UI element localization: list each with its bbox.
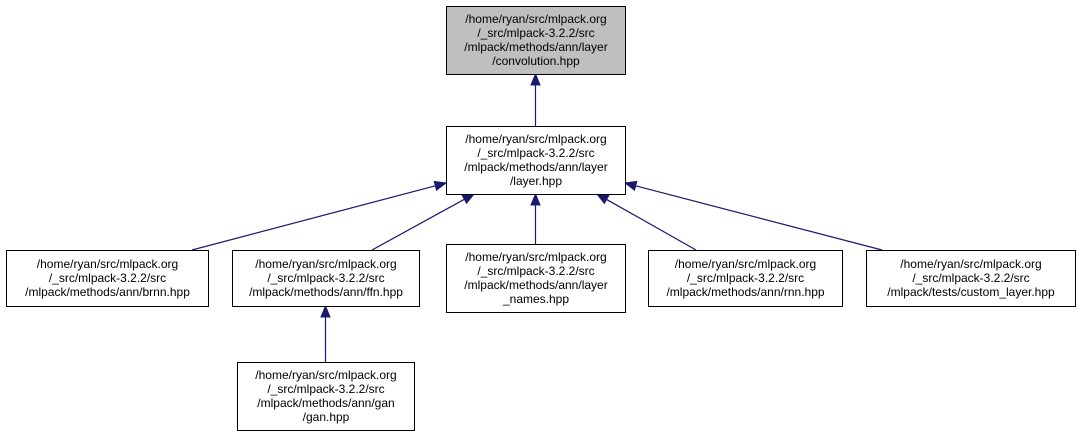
- node-label-line: /mlpack/methods/ann/rnn.hpp: [666, 285, 824, 299]
- node-label-line: /_src/mlpack-3.2.2/src: [477, 264, 594, 278]
- edges-layer: [191, 72, 883, 362]
- node-label-line: /home/ryan/src/mlpack.org: [465, 250, 606, 264]
- edge-brnn-to-layer: [191, 180, 448, 251]
- node-label-line: /home/ryan/src/mlpack.org: [675, 257, 816, 271]
- node-label-line: /gan.hpp: [303, 410, 350, 424]
- node-box: [648, 250, 843, 307]
- node-gan-hpp[interactable]: /home/ryan/src/mlpack.org/_src/mlpack-3.…: [237, 362, 415, 431]
- node-rnn-hpp[interactable]: /home/ryan/src/mlpack.org/_src/mlpack-3.…: [648, 250, 843, 307]
- node-label-line: /_src/mlpack-3.2.2/src: [267, 382, 384, 396]
- edge-rnn-to-layer: [595, 193, 697, 251]
- node-label-line: /_src/mlpack-3.2.2/src: [687, 271, 804, 285]
- edge-ffn-to-layer: [371, 193, 476, 251]
- node-label-line: /mlpack/methods/ann/layer: [464, 40, 607, 54]
- node-label-line: /home/ryan/src/mlpack.org: [37, 257, 178, 271]
- node-box: [866, 250, 1076, 307]
- node-label-line: /mlpack/methods/ann/layer: [464, 160, 607, 174]
- node-label-line: /mlpack/methods/ann/gan: [257, 396, 394, 410]
- node-box: [237, 362, 415, 431]
- node-layer-names-hpp[interactable]: /home/ryan/src/mlpack.org/_src/mlpack-3.…: [446, 244, 626, 313]
- node-label-line: /home/ryan/src/mlpack.org: [900, 257, 1041, 271]
- node-label-line: /_src/mlpack-3.2.2/src: [477, 146, 594, 160]
- node-ffn-hpp[interactable]: /home/ryan/src/mlpack.org/_src/mlpack-3.…: [232, 250, 420, 307]
- node-brnn-hpp[interactable]: /home/ryan/src/mlpack.org/_src/mlpack-3.…: [6, 250, 209, 307]
- nodes-layer: /home/ryan/src/mlpack.org/_src/mlpack-3.…: [6, 6, 1076, 431]
- arrowhead-icon: [530, 192, 541, 206]
- node-label-line: /convolution.hpp: [492, 54, 580, 68]
- node-label-line: /home/ryan/src/mlpack.org: [255, 368, 396, 382]
- node-label-line: /_src/mlpack-3.2.2/src: [267, 271, 384, 285]
- arrowhead-icon: [461, 193, 476, 205]
- arrowhead-icon: [433, 180, 448, 192]
- arrowhead-icon: [623, 180, 638, 191]
- node-custom-layer-hpp[interactable]: /home/ryan/src/mlpack.org/_src/mlpack-3.…: [866, 250, 1076, 307]
- node-box: [446, 6, 626, 75]
- edge-line: [606, 198, 697, 251]
- node-label-line: /home/ryan/src/mlpack.org: [255, 257, 396, 271]
- node-label-line: /home/ryan/src/mlpack.org: [465, 132, 606, 146]
- node-label-line: /mlpack/methods/ann/brnn.hpp: [25, 285, 190, 299]
- node-label-line: /mlpack/methods/ann/layer: [464, 278, 607, 292]
- node-convolution-hpp[interactable]: /home/ryan/src/mlpack.org/_src/mlpack-3.…: [446, 6, 626, 75]
- edge-layer-names-to-layer: [530, 192, 541, 244]
- node-label-line: /layer.hpp: [510, 174, 562, 188]
- node-layer-hpp[interactable]: /home/ryan/src/mlpack.org/_src/mlpack-3.…: [446, 126, 626, 195]
- edge-gan-to-ffn: [320, 304, 331, 362]
- node-label-line: /mlpack/methods/ann/ffn.hpp: [249, 285, 403, 299]
- arrowhead-icon: [320, 304, 331, 318]
- arrowhead-icon: [595, 193, 610, 205]
- node-box: [446, 126, 626, 195]
- edge-line: [371, 198, 465, 251]
- node-box: [232, 250, 420, 307]
- node-label-line: /_src/mlpack-3.2.2/src: [49, 271, 166, 285]
- arrowhead-icon: [530, 72, 541, 86]
- node-label-line: /home/ryan/src/mlpack.org: [465, 12, 606, 26]
- edge-layer-to-convolution: [530, 72, 541, 126]
- node-label-line: /_src/mlpack-3.2.2/src: [912, 271, 1029, 285]
- edge-line: [635, 185, 883, 251]
- node-label-line: /_src/mlpack-3.2.2/src: [477, 26, 594, 40]
- node-label-line: /mlpack/tests/custom_layer.hpp: [887, 285, 1055, 299]
- node-label-line: _names.hpp: [502, 292, 569, 306]
- edge-line: [191, 185, 436, 251]
- node-box: [446, 244, 626, 313]
- node-box: [6, 250, 209, 307]
- edge-custom-layer-to-layer: [623, 180, 883, 251]
